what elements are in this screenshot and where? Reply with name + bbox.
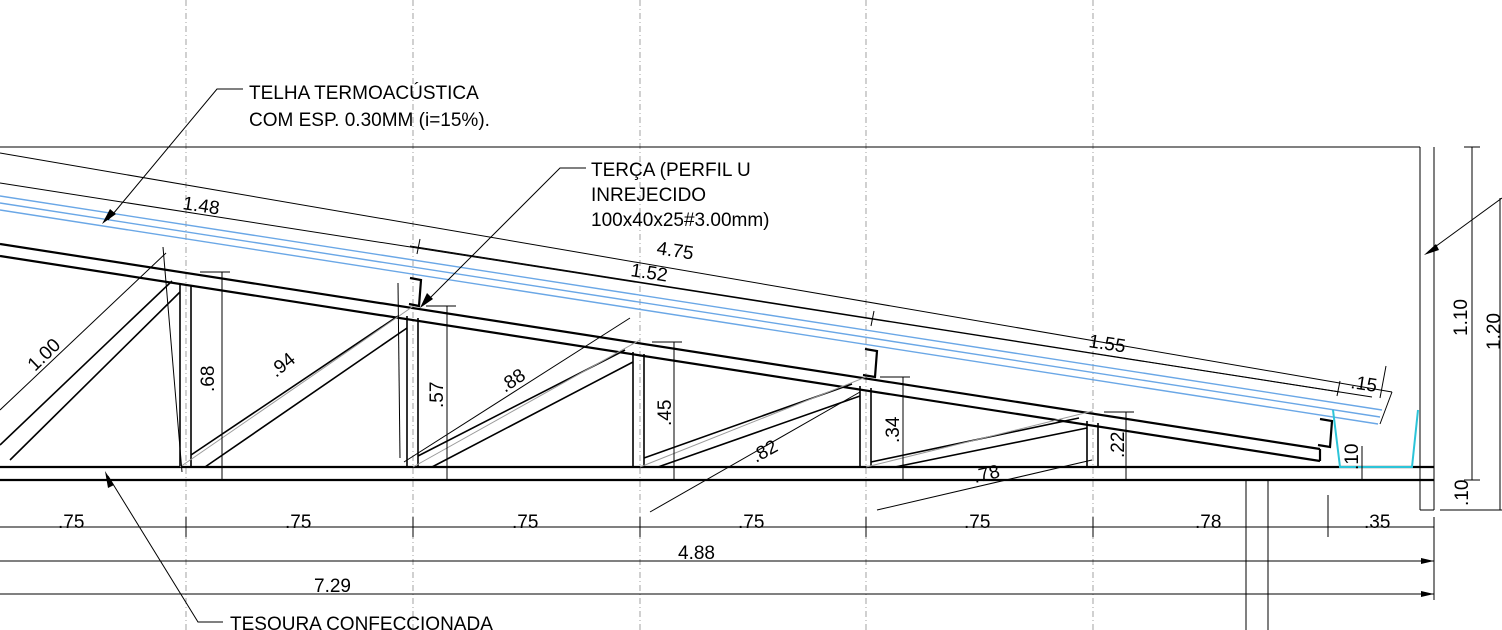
wall-height-1-label: 1.10 (1451, 299, 1472, 336)
span-1-label: .75 (58, 512, 84, 533)
roof-tile-note-line1: TELHA TERMOACÚSTICA (249, 82, 479, 104)
roof-seg-1-label: 1.48 (181, 193, 221, 219)
dimension-labels: 1.48 1.52 4.75 1.55 .15 1.00 .94 .88 .82… (24, 193, 1502, 597)
roof-tile-note-line2: COM ESP. 0.30MM (i=15%). (249, 110, 490, 131)
roof-length-total-label: 4.75 (655, 238, 695, 264)
bottom-chord (0, 465, 1434, 482)
diag-4-label: .82 (748, 436, 781, 467)
purlins (408, 276, 1334, 449)
leader-lines (102, 88, 1502, 623)
span-7-label: .35 (1364, 512, 1390, 533)
purlin-note-line3: 100x40x25#3.00mm) (591, 210, 770, 231)
diag-2-label: .94 (266, 349, 300, 382)
vert-2-label: .57 (427, 382, 448, 408)
vert-6-label: .10 (1342, 444, 1363, 470)
truss-note-line1: TESOURA CONFECCIONADA (230, 614, 493, 630)
overhang-label: .15 (1349, 372, 1378, 397)
diag-5-label: .78 (971, 461, 1001, 487)
truss-verticals (179, 283, 1099, 467)
frame-lines (0, 146, 1435, 630)
diag-1-label: 1.00 (24, 335, 65, 376)
total-1-label: 4.88 (678, 543, 715, 564)
span-3-label: .75 (512, 512, 538, 533)
wall-height-2-label: 1.20 (1484, 313, 1502, 350)
annotations: TELHA TERMOACÚSTICA COM ESP. 0.30MM (i=1… (230, 82, 770, 630)
wall-base-label: .10 (1452, 480, 1473, 506)
top-chord (0, 242, 1322, 463)
span-4-label: .75 (738, 512, 764, 533)
span-2-label: .75 (285, 512, 311, 533)
gutter (1332, 409, 1419, 468)
total-2-label: 7.29 (314, 576, 351, 597)
span-6-label: .78 (1195, 512, 1221, 533)
roof-tile (0, 152, 1393, 425)
truss-diagonals (0, 280, 1094, 468)
vert-4-label: .34 (883, 416, 904, 443)
vert-3-label: .45 (655, 400, 676, 426)
purlin-note-line2: INREJECIDO (591, 185, 706, 206)
purlin-note-line1: TERÇA (PERFIL U (591, 160, 751, 181)
vert-5-label: .22 (1108, 432, 1129, 458)
vert-1-label: .68 (198, 366, 219, 392)
roof-seg-2-label: 1.52 (629, 260, 669, 286)
diag-3-label: .88 (496, 365, 530, 397)
dimension-lines (0, 146, 1502, 600)
span-5-label: .75 (964, 512, 990, 533)
